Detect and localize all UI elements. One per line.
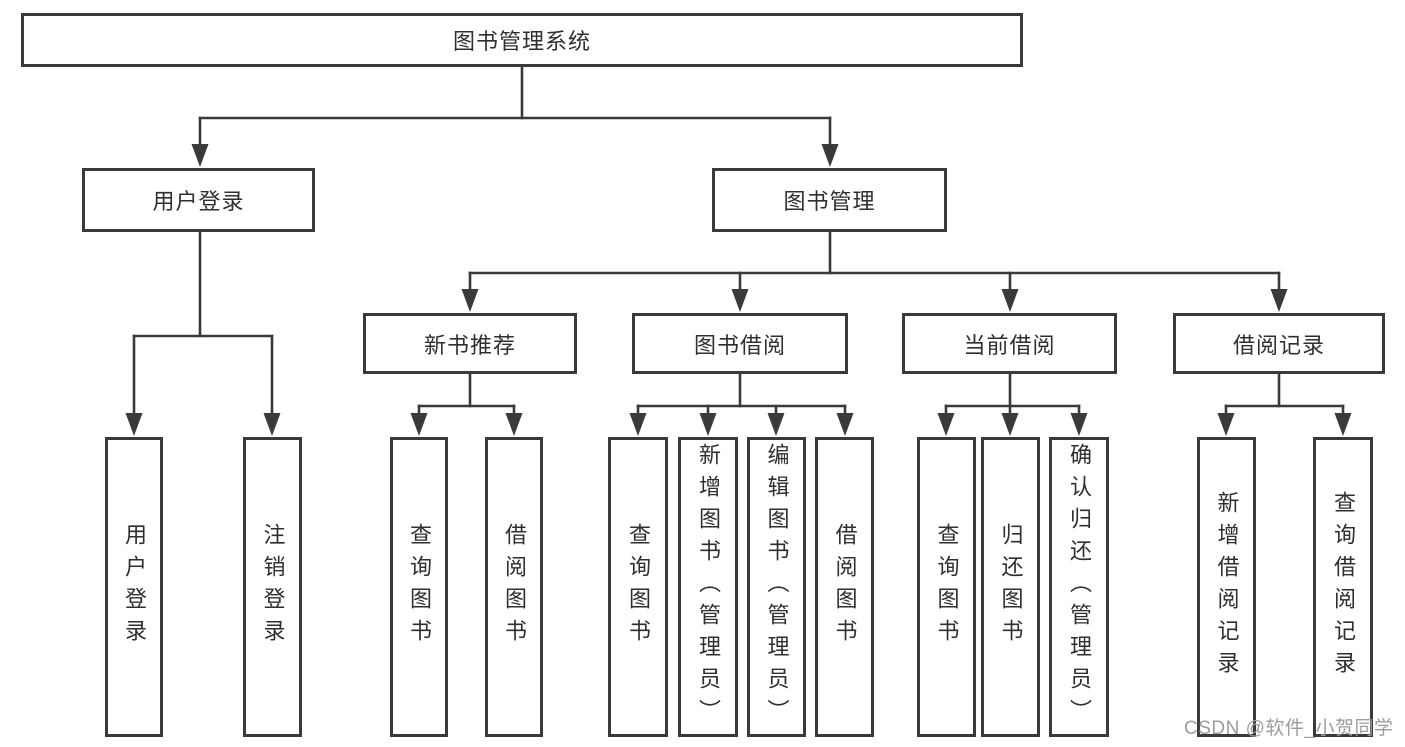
node-new-book-recommend: 新书推荐 <box>363 313 577 374</box>
node-leaf-borrow-book-1: 借阅图书 <box>485 437 543 737</box>
node-label-leaf-confirm-return: 确认归还（管理员） <box>1067 443 1092 731</box>
node-label-leaf-logout: 注销登录 <box>260 523 286 651</box>
node-leaf-borrow-book-2: 借阅图书 <box>815 437 874 737</box>
arrowhead-icon <box>767 413 785 436</box>
arrowhead-icon <box>836 413 854 436</box>
arrowhead-icon <box>1334 413 1352 436</box>
node-label-current-borrowing: 当前借阅 <box>963 332 1056 358</box>
arrowhead-icon <box>191 144 209 167</box>
arrowhead-icon <box>629 413 647 436</box>
node-leaf-query-book-2: 查询图书 <box>608 437 668 737</box>
arrowhead-icon <box>699 413 717 436</box>
arrowhead-icon <box>505 413 523 436</box>
node-leaf-add-record: 新增借阅记录 <box>1197 437 1256 737</box>
node-user-login-group: 用户登录 <box>82 168 315 232</box>
arrowhead-icon <box>1001 413 1019 436</box>
node-root: 图书管理系统 <box>21 13 1023 67</box>
node-label-borrow-records: 借阅记录 <box>1232 332 1325 358</box>
node-leaf-user-login: 用户登录 <box>105 437 163 737</box>
node-label-leaf-query-book-3: 查询图书 <box>934 523 960 651</box>
node-label-leaf-borrow-book-1: 借阅图书 <box>502 523 527 651</box>
watermark: CSDN @软件_小贺同学 <box>1184 718 1394 739</box>
node-label-leaf-add-book: 新增图书（管理员） <box>696 443 721 731</box>
node-label-leaf-user-login: 用户登录 <box>122 523 147 651</box>
node-leaf-query-book-3: 查询图书 <box>917 437 976 737</box>
node-book-borrowing: 图书借阅 <box>632 313 848 374</box>
arrowhead-icon <box>1270 289 1288 312</box>
arrowhead-icon <box>1217 413 1235 436</box>
node-label-leaf-borrow-book-2: 借阅图书 <box>832 523 858 651</box>
node-label-book-borrowing: 图书借阅 <box>693 332 786 358</box>
node-label-leaf-add-record: 新增借阅记录 <box>1214 491 1240 683</box>
node-label-leaf-edit-book: 编辑图书（管理员） <box>764 443 790 731</box>
node-label-leaf-query-book-2: 查询图书 <box>626 523 651 651</box>
node-leaf-edit-book: 编辑图书（管理员） <box>747 437 806 737</box>
arrowhead-icon <box>821 144 839 167</box>
arrowhead-icon <box>125 413 143 436</box>
node-label-leaf-query-record: 查询借阅记录 <box>1331 491 1356 683</box>
node-leaf-query-book-1: 查询图书 <box>390 437 448 737</box>
node-label-new-book-recommend: 新书推荐 <box>423 332 516 358</box>
arrowhead-icon <box>1070 413 1088 436</box>
node-label-leaf-query-book-1: 查询图书 <box>407 523 432 651</box>
node-current-borrowing: 当前借阅 <box>902 313 1117 374</box>
node-borrow-records: 借阅记录 <box>1173 313 1385 374</box>
node-leaf-add-book: 新增图书（管理员） <box>678 437 738 737</box>
arrowhead-icon <box>410 413 428 436</box>
node-label-leaf-return-book: 归还图书 <box>998 523 1024 651</box>
arrowhead-icon <box>937 413 955 436</box>
arrowhead-icon <box>263 413 281 436</box>
node-label-book-management: 图书管理 <box>783 189 876 214</box>
arrowhead-icon <box>1001 289 1019 312</box>
node-leaf-query-record: 查询借阅记录 <box>1313 437 1373 737</box>
node-leaf-return-book: 归还图书 <box>981 437 1040 737</box>
arrowhead-icon <box>461 289 479 312</box>
node-leaf-confirm-return: 确认归还（管理员） <box>1049 437 1109 737</box>
arrowhead-icon <box>731 289 749 312</box>
node-leaf-logout: 注销登录 <box>243 437 302 737</box>
node-book-management: 图书管理 <box>712 168 947 232</box>
node-label-root: 图书管理系统 <box>452 29 591 54</box>
node-label-user-login-group: 用户登录 <box>152 189 245 214</box>
